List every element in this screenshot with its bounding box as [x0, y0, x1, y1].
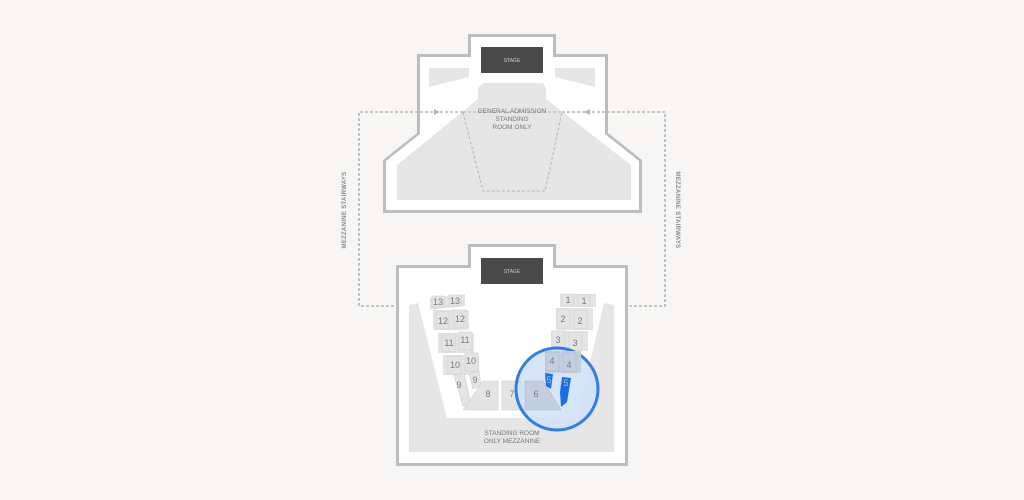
- section-4-seat-a-label: 4: [549, 356, 554, 366]
- section-13-seat-a-label: 13: [433, 297, 443, 307]
- section-1-seat-b-label: 1: [581, 296, 586, 306]
- section-5-seat-a-label: 5: [546, 375, 551, 385]
- section-3-seat-b-label: 3: [572, 338, 577, 348]
- lower-level: STAGE STANDING ROOM ONLY MEZZANINE 13 13…: [396, 244, 628, 466]
- section-3[interactable]: 3 3: [551, 330, 588, 352]
- section-7-label: 7: [509, 389, 514, 399]
- left-stairway-path: [358, 111, 463, 307]
- section-9-seat-a-label: 9: [456, 380, 461, 390]
- upper-stage-label: STAGE: [504, 58, 521, 64]
- general-admission-zone-outline: [462, 111, 563, 192]
- standing-label-line1: STANDING ROOM: [484, 430, 539, 437]
- section-10[interactable]: 10 10: [443, 352, 479, 375]
- general-admission-area[interactable]: [397, 83, 631, 200]
- upper-left-wing: [429, 68, 469, 87]
- section-2-seat-b-label: 2: [577, 316, 582, 326]
- upper-right-wing: [555, 68, 595, 87]
- section-11-seat-b-label: 11: [460, 335, 469, 345]
- standing-room-mezzanine[interactable]: [409, 303, 614, 452]
- ga-label-line3: ROOM ONLY: [492, 124, 532, 131]
- ga-label-line2: STANDING: [495, 116, 528, 123]
- right-stairway-label: MEZZANINE STAIRWAYS: [674, 172, 680, 249]
- section-12[interactable]: 12 12: [433, 309, 469, 330]
- stairway-arrows: [434, 109, 590, 115]
- left-sections: 13 13 12 12 11 11: [430, 294, 482, 407]
- section-10-seat-b-label: 10: [466, 356, 476, 366]
- lower-stage-label: STAGE: [504, 269, 521, 275]
- section-10-seat-a-label: 10: [450, 360, 460, 370]
- section-2-seat-a-label: 2: [560, 314, 565, 324]
- lower-stage: [481, 258, 543, 284]
- section-9[interactable]: 9 9: [453, 370, 482, 407]
- section-11[interactable]: 11 11: [438, 331, 474, 353]
- section-9-seat-b-label: 9: [472, 375, 477, 385]
- upper-level: STAGE GENERAL ADMISSION STANDING ROOM ON…: [383, 34, 642, 213]
- mezzanine-stairways: [358, 111, 666, 307]
- section-1-seat-a-label: 1: [565, 295, 570, 305]
- section-12-seat-b-label: 12: [455, 314, 465, 324]
- section-5-selected[interactable]: 5 5: [545, 373, 571, 407]
- section-1[interactable]: 1 1: [560, 293, 596, 307]
- section-8-label: 8: [485, 389, 490, 399]
- upper-stage: [481, 47, 543, 73]
- arrow-right-icon: [434, 109, 440, 115]
- section-2[interactable]: 2 2: [556, 308, 593, 330]
- standing-label-line2: ONLY MEZZANINE: [484, 438, 541, 445]
- section-12-seat-a-label: 12: [438, 316, 448, 326]
- section-13-seat-b-label: 13: [450, 296, 460, 306]
- arrow-left-icon: [584, 109, 590, 115]
- section-6-label: 6: [533, 389, 538, 399]
- section-3-seat-a-label: 3: [555, 335, 560, 345]
- section-4-seat-b-label: 4: [566, 360, 571, 370]
- right-sections: 1 1 2 2 3 3: [551, 293, 596, 352]
- section-4[interactable]: 4 4: [545, 351, 581, 373]
- section-5-seat-b-label: 5: [563, 378, 568, 388]
- ga-label-line1: GENERAL ADMISSION: [478, 108, 547, 115]
- section-13[interactable]: 13 13: [430, 294, 465, 310]
- section-11-seat-a-label: 11: [444, 338, 453, 348]
- right-stairway-path: [562, 111, 666, 307]
- left-stairway-label: MEZZANINE STAIRWAYS: [342, 172, 348, 249]
- section-8[interactable]: 8: [462, 380, 499, 411]
- section-6[interactable]: 6: [524, 380, 562, 411]
